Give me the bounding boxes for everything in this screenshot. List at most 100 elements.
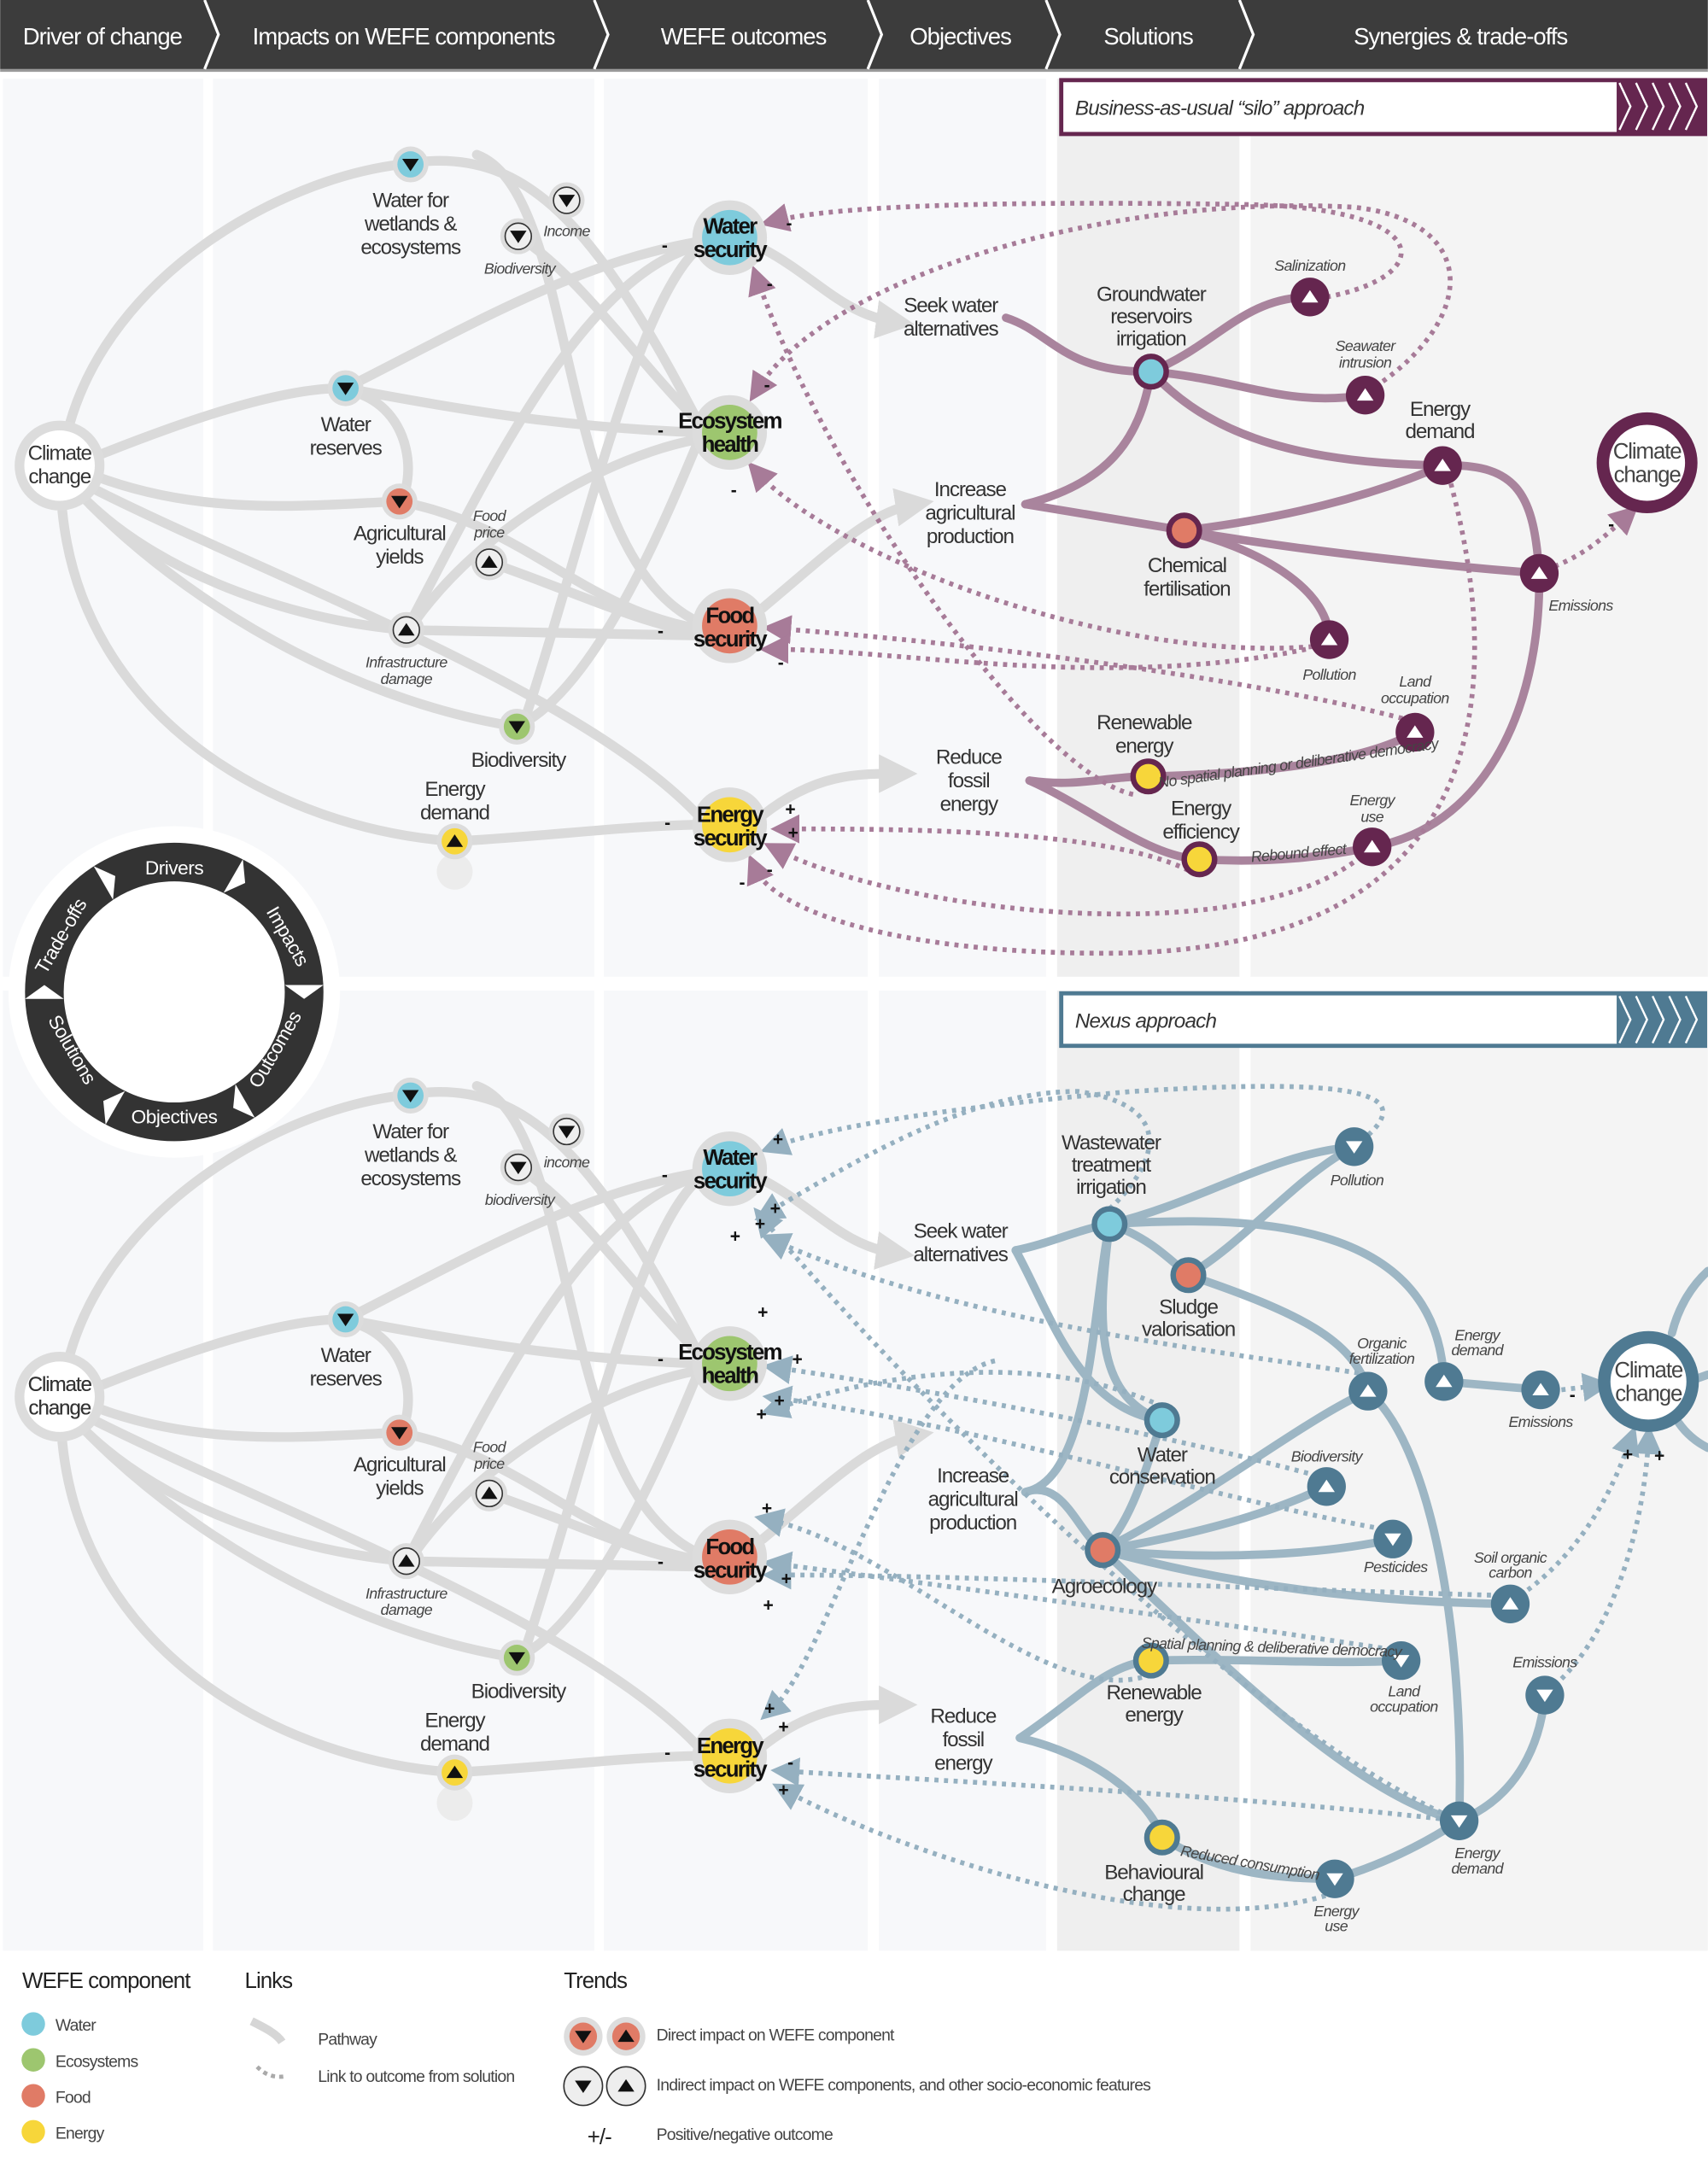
indirect-impact-swatch [605, 2066, 646, 2107]
syn-em-label: Emissions [1548, 597, 1613, 614]
pathway-link [409, 434, 703, 627]
pathway-link [1105, 1217, 1448, 1386]
arrow-down-icon [401, 1090, 419, 1103]
pathway-link [1367, 569, 1544, 851]
legend-component-label: Energy [56, 2124, 105, 2143]
emissions-synergy [1521, 1370, 1560, 1410]
outcome-link [762, 1355, 1328, 1481]
objective-pathway [757, 754, 918, 821]
land-occupation-tradeoff [1395, 712, 1435, 752]
pathway-link [520, 1174, 703, 1655]
infrastructure-damage-node [388, 611, 424, 648]
biodiv-label: Biodiversity [471, 1680, 567, 1703]
income-label: income [544, 1154, 590, 1171]
agroecology-solution [1085, 1532, 1121, 1569]
direct-impact-swatch [606, 2017, 646, 2056]
cycle-arrow-icon [284, 985, 324, 999]
outcome-sign: + [1623, 1445, 1633, 1465]
pesticides-synergy [1373, 1519, 1413, 1558]
outcome-sign: - [786, 214, 792, 234]
header-chevron [203, 0, 220, 70]
pathway-link [1179, 526, 1544, 578]
renewable-energy-solution [1130, 758, 1167, 795]
pathway-link [91, 1314, 351, 1392]
emissions-synergy [1525, 1675, 1565, 1715]
header-chevron [593, 0, 610, 70]
climate-change-outcome [1598, 1330, 1699, 1432]
biodiv-ind-label: biodiversity [485, 1191, 556, 1208]
arrow-up-icon [1436, 1374, 1453, 1388]
pathway-link [1184, 1142, 1359, 1280]
syn-sal-label: Salinization [1274, 257, 1346, 274]
pathway-link [1146, 292, 1314, 377]
outcome-link [746, 482, 1477, 956]
pathway-link [1105, 1142, 1359, 1229]
arrow-down-icon [558, 195, 576, 208]
arrow-up-icon [1532, 1383, 1549, 1396]
food-security-outcome [692, 1519, 768, 1594]
cycle-label-drivers: Drivers [145, 857, 203, 879]
cycle-arrow-icon [102, 1090, 126, 1125]
organic-fertilization-synergy [1348, 1371, 1388, 1411]
pathway-link [1098, 1482, 1331, 1555]
arrow-down-icon [391, 495, 408, 509]
water-conservation-solution [1144, 1402, 1180, 1439]
syn-em2-label: Emissions [1512, 1654, 1577, 1671]
pathway-link [1098, 1387, 1372, 1555]
pathway-link [91, 1402, 405, 1442]
pathway-link [340, 1167, 703, 1324]
pathway-link [401, 1172, 703, 1566]
outcome-link [759, 634, 1307, 670]
cycle-arrow-icon [93, 866, 115, 900]
energy-swatch [21, 2119, 45, 2144]
arrow-up-icon [1360, 1384, 1377, 1397]
biodiversity-synergy [1307, 1467, 1346, 1506]
income-node [548, 1113, 585, 1150]
pathway-link [1179, 461, 1448, 535]
agricultural-yields-node [381, 483, 418, 520]
energy-security-outcome [692, 787, 768, 862]
water-security-outcome [692, 200, 768, 275]
land-occupation-synergy [1382, 1640, 1421, 1681]
arrow-down-icon [510, 231, 527, 243]
column-header: WEFE outcomes [661, 23, 827, 50]
biodiversity-node [499, 708, 535, 745]
legend-sign-symbol: +/- [588, 2125, 611, 2149]
energy-efficiency-solution [1181, 841, 1218, 878]
sludge-valorisation-solution [1170, 1257, 1207, 1294]
outcome-link [770, 814, 1190, 873]
income-label: Income [543, 223, 590, 240]
outcome-sign: + [788, 823, 798, 843]
syn-bio-label: Biodiversity [1291, 1448, 1364, 1465]
pathway-link [1157, 1833, 1339, 1884]
food-swatch [21, 2084, 45, 2108]
outcome-link [760, 1084, 1386, 1155]
food-security-outcome [692, 588, 768, 664]
pathway-link [1146, 1655, 1406, 1667]
pathway-link [1098, 1535, 1397, 1560]
